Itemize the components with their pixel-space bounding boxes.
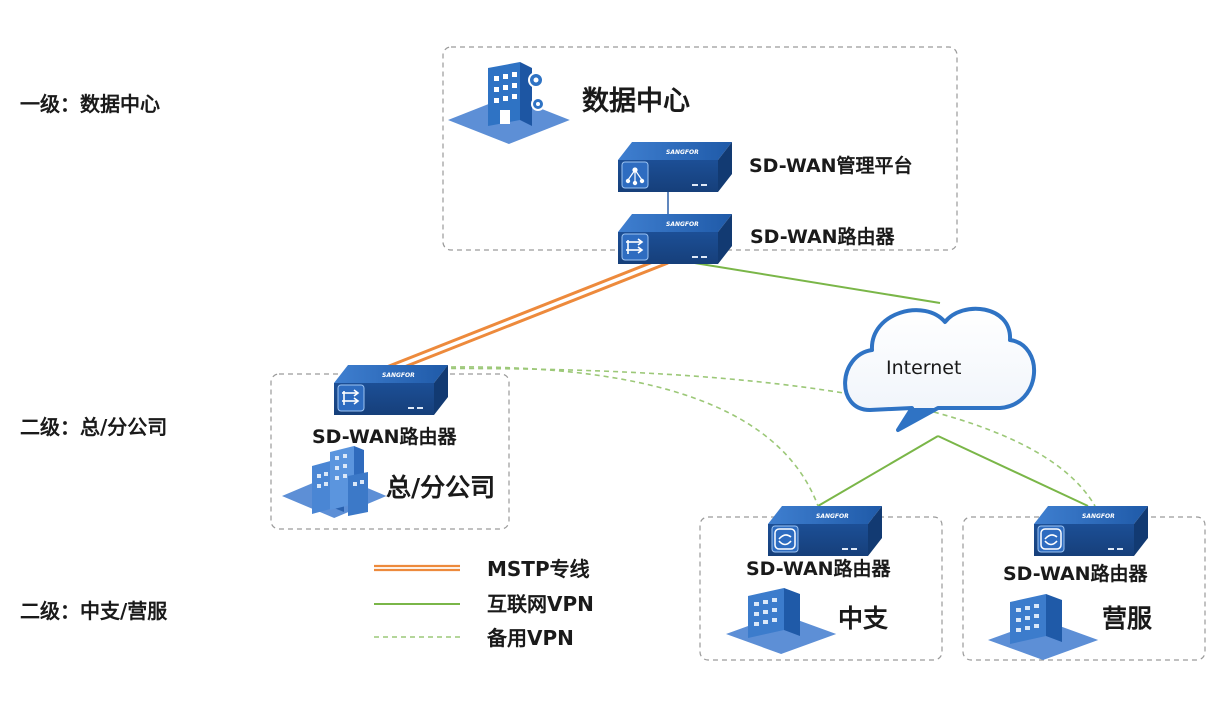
yingfu-building-icon [988, 594, 1099, 660]
tier-label-level2-hq: 二级：总/分公司 [20, 415, 167, 439]
legend-item-backup-vpn: 备用VPN [374, 626, 574, 650]
zhongzhi-site-label: 中支 [838, 604, 888, 633]
hq-router-label: SD-WAN路由器 [312, 425, 458, 448]
router-arrows-icon [342, 389, 360, 405]
device-brand-label: SANGFOR [382, 372, 415, 379]
device-brand-label: SANGFOR [816, 513, 849, 520]
legend-label-mstp: MSTP专线 [487, 557, 590, 581]
internet-vpn-links [669, 258, 1089, 507]
device-brand-label: SANGFOR [1082, 513, 1115, 520]
datacenter-title: 数据中心 [582, 86, 690, 117]
yingfu-site-label: 营服 [1102, 604, 1153, 633]
yingfu-router-label: SD-WAN路由器 [1003, 562, 1149, 585]
hq-site-label: 总/分公司 [386, 473, 495, 502]
mgmt-platform-device: SANGFOR [617, 141, 733, 193]
legend-label-internet-vpn: 互联网VPN [487, 592, 594, 616]
tier-label-level1: 一级：数据中心 [20, 92, 160, 116]
legend: MSTP专线 互联网VPN 备用VPN [374, 557, 594, 650]
zhongzhi-building-icon [726, 588, 837, 654]
legend-label-backup-vpn: 备用VPN [486, 626, 574, 650]
device-brand-label: SANGFOR [666, 149, 699, 156]
hq-router-device: SANGFOR [333, 364, 449, 416]
legend-item-internet-vpn: 互联网VPN [374, 592, 594, 616]
internet-cloud [843, 306, 1036, 432]
mgmt-platform-label: SD-WAN管理平台 [749, 154, 913, 177]
zhongzhi-router-label: SD-WAN路由器 [746, 557, 892, 580]
device-brand-label: SANGFOR [666, 221, 699, 228]
sangfor-logo-icon [1040, 528, 1062, 550]
dc-router-device: SANGFOR [617, 213, 733, 265]
legend-item-mstp: MSTP专线 [374, 557, 590, 581]
yingfu-router-device: SANGFOR [1033, 505, 1149, 557]
tier-label-level2-branch: 二级：中支/营服 [20, 599, 168, 623]
datacenter-building-icon [448, 62, 570, 144]
network-tree-icon [625, 167, 645, 186]
mstp-link [383, 256, 669, 375]
zhongzhi-router-device: SANGFOR [767, 505, 883, 557]
router-arrows-icon [626, 238, 644, 254]
dc-router-label: SD-WAN路由器 [750, 225, 896, 248]
internet-cloud-label: Internet [886, 357, 961, 379]
hq-building-icon [282, 446, 387, 518]
sangfor-logo-icon [774, 528, 796, 550]
